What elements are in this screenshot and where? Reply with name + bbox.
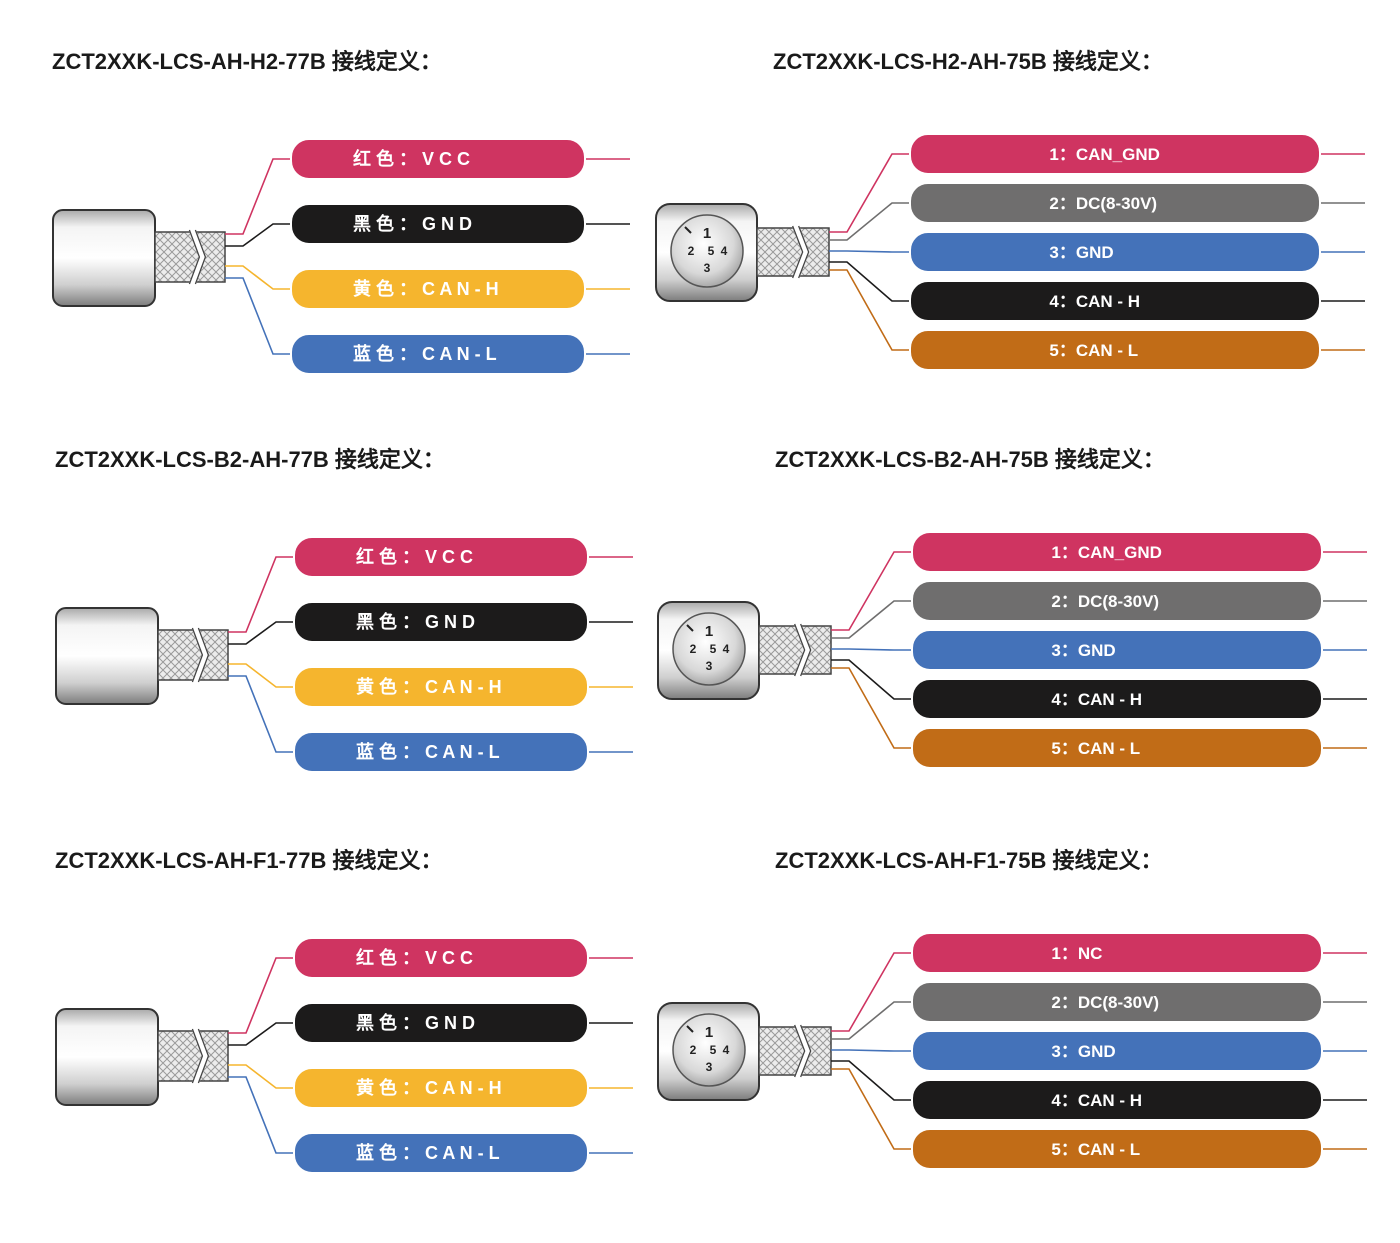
round-sensor-housing	[55, 1008, 159, 1106]
connector-pin-number: 2	[690, 642, 697, 656]
wire-label: 3：GND	[1051, 1042, 1115, 1061]
wire-label: 5：CAN - L	[1051, 739, 1140, 758]
wire-label: 4：CAN - H	[1051, 690, 1142, 709]
wire-color-pill	[911, 580, 1323, 622]
round-cable-braid	[157, 626, 229, 684]
wire-label: 蓝 色 ： C A N - L	[356, 741, 500, 762]
wire-color-pill	[293, 937, 589, 979]
wire-color-pill	[293, 1002, 589, 1044]
wire-label: 1：CAN_GND	[1049, 145, 1160, 164]
plug-cable-braid	[758, 1023, 832, 1079]
wire-color-pill	[909, 231, 1321, 273]
wire-label: 黑 色 ： G N D	[356, 611, 475, 632]
plug-cable-braid	[758, 622, 832, 678]
wire-label: 5：CAN - L	[1051, 1140, 1140, 1159]
wire-color-pill	[290, 203, 586, 245]
wire-color-pill	[911, 1079, 1323, 1121]
wire-label: 黄 色 ： C A N - H	[356, 1077, 502, 1098]
wire-color-pill	[290, 268, 586, 310]
panel-title: ZCT2XXK-LCS-AH-F1-75B 接线定义：	[775, 848, 1163, 873]
connector-pin-number: 5	[708, 244, 715, 258]
wire-label: 2：DC(8-30V)	[1051, 592, 1159, 611]
wiring-diagram: 红 色 ： V C C 黑 色 ： G N D 黄 色 ： C A N - H 蓝 色…	[55, 937, 633, 1174]
wiring-panel: ZCT2XXK-LCS-B2-AH-77B 接线定义： 红 色 ： V C C 黑 …	[55, 442, 755, 842]
wire-color-pill	[911, 981, 1323, 1023]
wire-color-pill	[293, 666, 589, 708]
wire-label: 黑 色 ： G N D	[356, 1012, 475, 1033]
wire-color-pill	[290, 138, 586, 180]
panel-title: ZCT2XXK-LCS-B2-AH-75B 接线定义：	[775, 447, 1165, 472]
wire-label: 5：CAN - L	[1049, 341, 1138, 360]
wire-label: 3：GND	[1051, 641, 1115, 660]
wire-color-pill	[909, 182, 1321, 224]
wire-color-pill	[293, 536, 589, 578]
wire-color-pill	[911, 1128, 1323, 1170]
wire-color-pill	[911, 932, 1323, 974]
wire-color-pill	[293, 731, 589, 773]
wire-label: 黑 色 ： G N D	[353, 213, 472, 234]
wire-color-pill	[911, 727, 1323, 769]
wire-label: 红 色 ： V C C	[356, 546, 473, 567]
wire-color-pill	[293, 1132, 589, 1174]
wire-color-pill	[293, 1067, 589, 1109]
wire-color-pill	[911, 531, 1323, 573]
panel-title: ZCT2XXK-LCS-AH-F1-77B 接线定义：	[55, 848, 443, 873]
connector-pin-number: 2	[688, 244, 695, 258]
wiring-panel: ZCT2XXK-LCS-AH-H2-77B 接线定义： 红 色 ： V C C 黑 …	[52, 44, 752, 444]
wire-color-pill	[911, 1030, 1323, 1072]
wire-color-pill	[290, 333, 586, 375]
wire-color-pill	[909, 133, 1321, 175]
wire-label: 1：NC	[1051, 944, 1102, 963]
connector-pin-number: 3	[706, 659, 713, 673]
wire-color-pill	[911, 629, 1323, 671]
wire-label: 黄 色 ： C A N - H	[353, 278, 499, 299]
wire-color-pill	[909, 280, 1321, 322]
wire-label: 4：CAN - H	[1049, 292, 1140, 311]
connector-pin-number: 4	[723, 642, 730, 656]
wire-color-pill	[293, 601, 589, 643]
wire-label: 4：CAN - H	[1051, 1091, 1142, 1110]
connector-pin-number: 4	[723, 1043, 730, 1057]
connector-pin-number: 1	[703, 225, 711, 242]
wire-label: 蓝 色 ： C A N - L	[353, 343, 497, 364]
connector-pin-number: 4	[721, 244, 728, 258]
connector-pin-number: 1	[705, 623, 713, 640]
wire-label: 1：CAN_GND	[1051, 543, 1162, 562]
wire-color-pill	[909, 329, 1321, 371]
wiring-diagram: 红 色 ： V C C 黑 色 ： G N D 黄 色 ： C A N - H 蓝 色…	[52, 138, 630, 375]
round-cable-braid	[157, 1027, 229, 1085]
connector-pin-number: 1	[705, 1024, 713, 1041]
panel-title: ZCT2XXK-LCS-B2-AH-77B 接线定义：	[55, 447, 445, 472]
wire-label: 2：DC(8-30V)	[1049, 194, 1157, 213]
wire-label: 3：GND	[1049, 243, 1113, 262]
connector-pin-number: 5	[710, 1043, 717, 1057]
wire-label: 2：DC(8-30V)	[1051, 993, 1159, 1012]
connector-pin-number: 3	[706, 1060, 713, 1074]
wire-color-pill	[911, 678, 1323, 720]
wire-label: 红 色 ： V C C	[353, 148, 470, 169]
connector-pin-number: 3	[704, 261, 711, 275]
panel-title: ZCT2XXK-LCS-AH-H2-77B 接线定义：	[52, 49, 442, 74]
connector-pin-number: 2	[690, 1043, 697, 1057]
round-sensor-housing	[55, 607, 159, 705]
round-sensor-housing	[52, 209, 156, 307]
wiring-diagram: 红 色 ： V C C 黑 色 ： G N D 黄 色 ： C A N - H 蓝 色…	[55, 536, 633, 773]
wire-label: 黄 色 ： C A N - H	[356, 676, 502, 697]
panel-title: ZCT2XXK-LCS-H2-AH-75B 接线定义：	[773, 49, 1163, 74]
wire-label: 蓝 色 ： C A N - L	[356, 1142, 500, 1163]
round-cable-braid	[154, 228, 226, 286]
plug-cable-braid	[756, 224, 830, 280]
wire-label: 红 色 ： V C C	[356, 947, 473, 968]
connector-pin-number: 5	[710, 642, 717, 656]
wiring-panel: ZCT2XXK-LCS-AH-F1-77B 接线定义： 红 色 ： V C C 黑 …	[55, 843, 755, 1243]
